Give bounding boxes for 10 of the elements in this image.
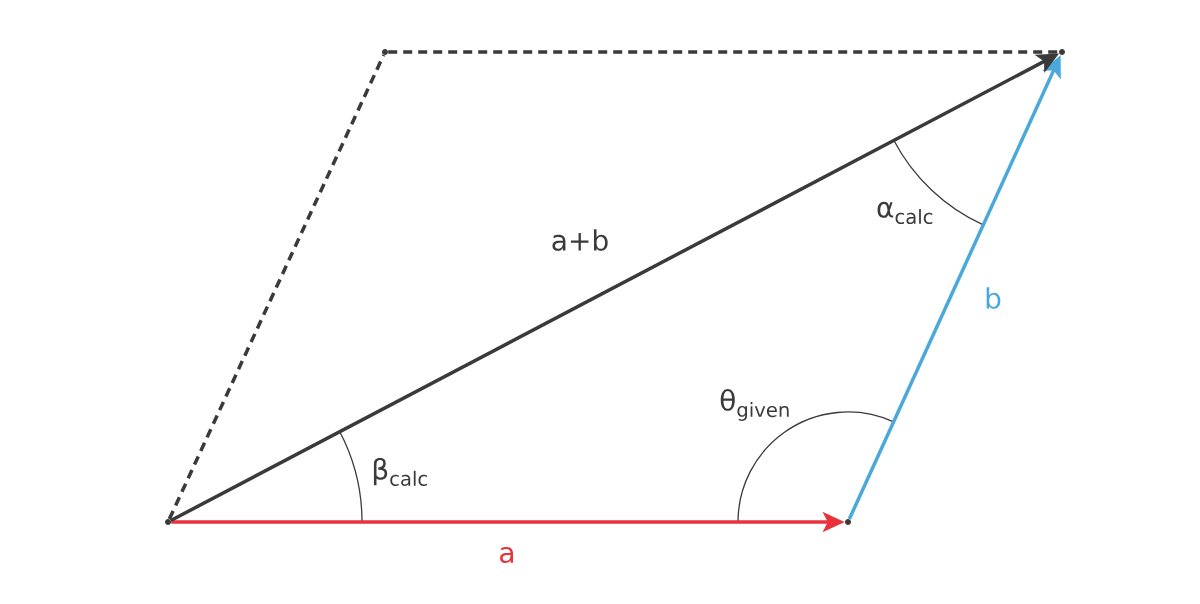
angle-label: θ$_{given}$ <box>720 389 789 421</box>
vertex-point <box>845 519 851 525</box>
angle-label: β$_{calc}$ <box>373 457 427 486</box>
vertex-point <box>1059 49 1065 55</box>
edge-label: a <box>500 546 514 563</box>
angle-label: α$_{calc}$ <box>877 201 933 225</box>
vertex-point <box>382 49 388 55</box>
vertex-point <box>165 519 171 525</box>
edge-label: a+b <box>552 229 608 251</box>
edge-label: b <box>986 287 1001 309</box>
